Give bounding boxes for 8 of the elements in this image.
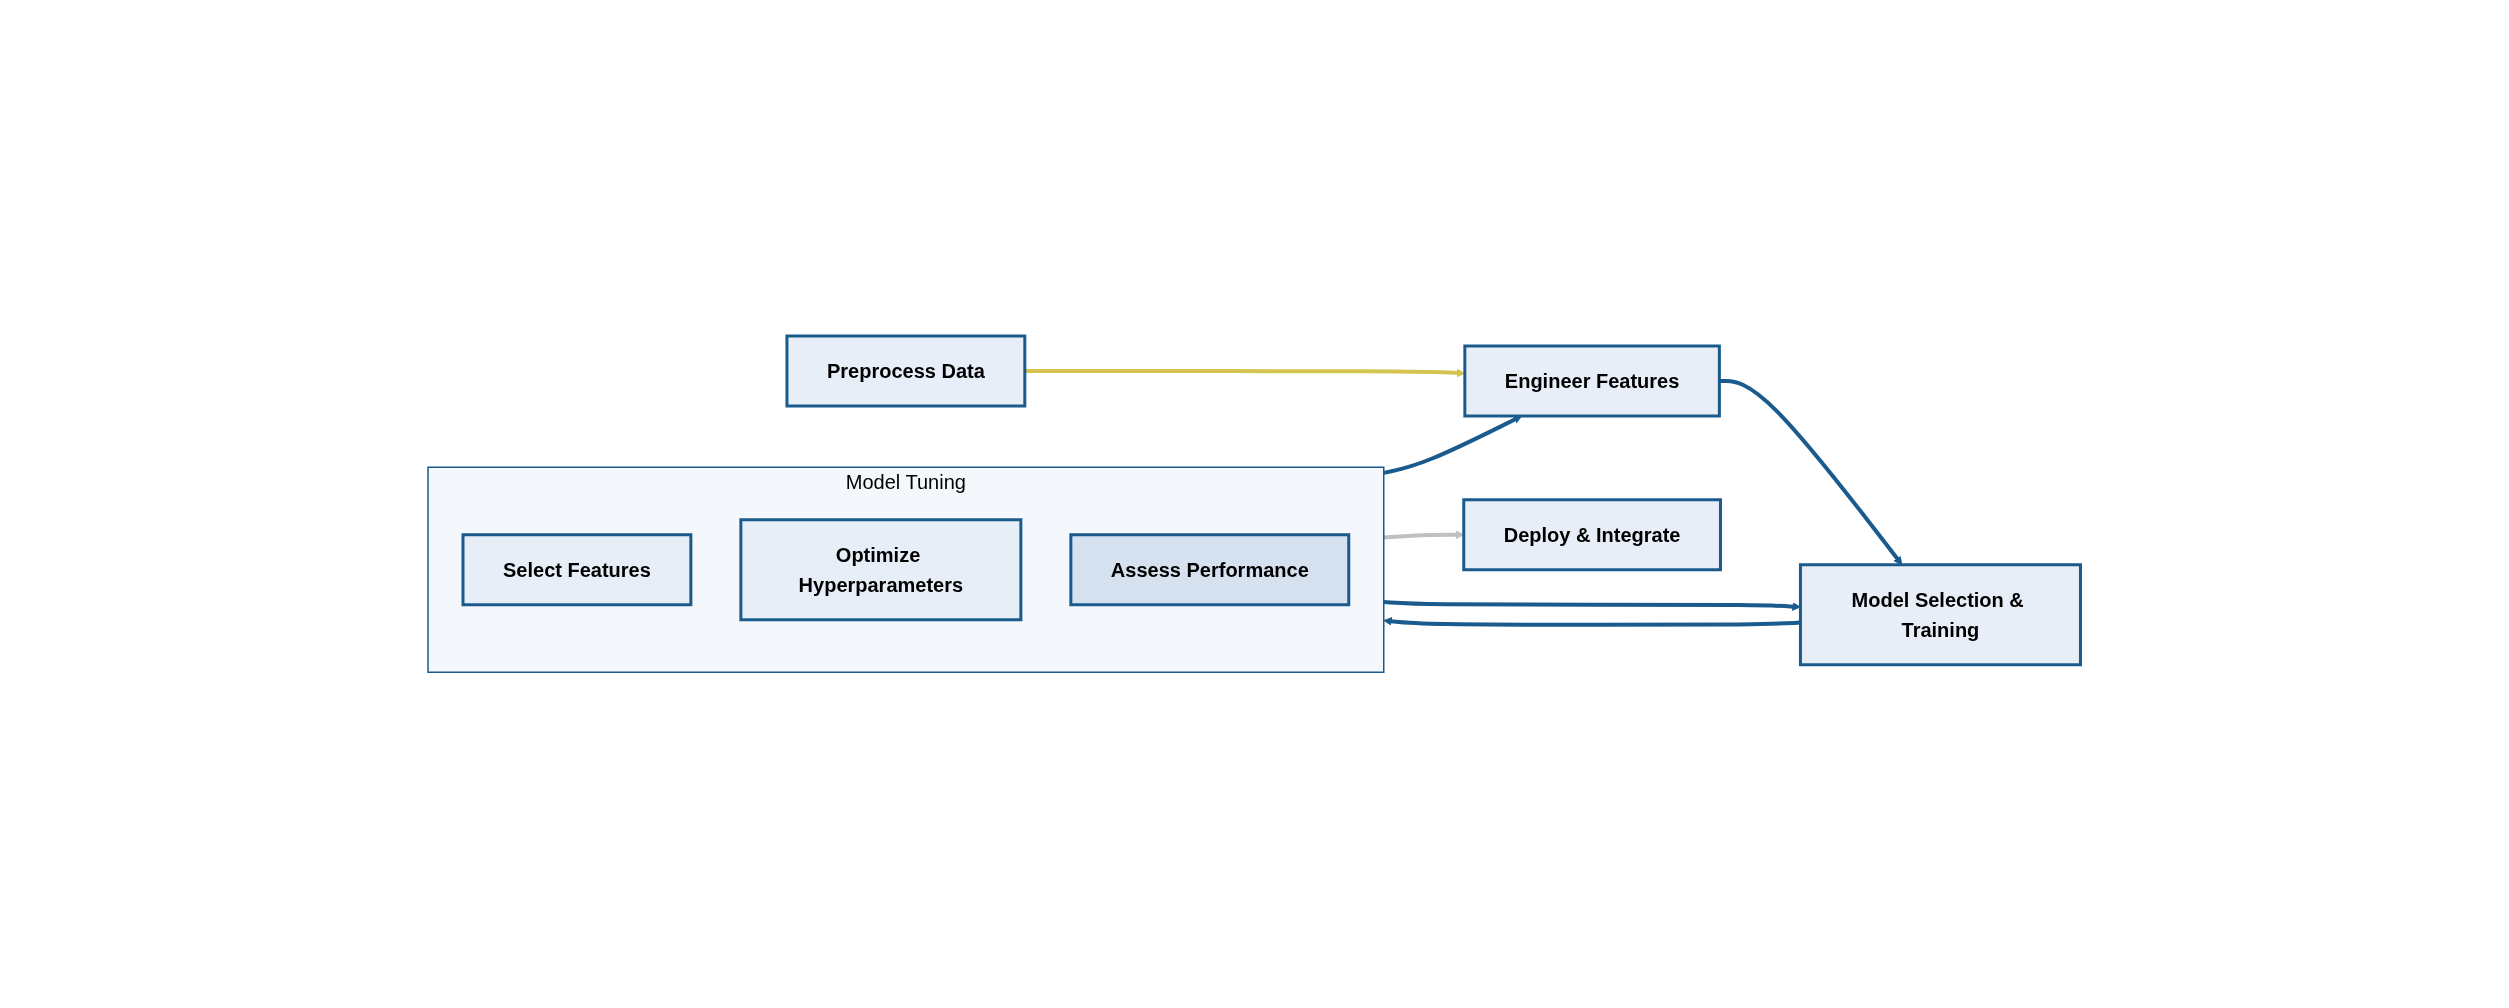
- node-box: Optimize Hyperparameters: [739, 518, 1023, 622]
- node-box: Engineer Features: [1463, 344, 1722, 418]
- node-box: Assess Performance: [1069, 533, 1351, 607]
- node-box: Model Selection & Training: [1799, 563, 2083, 667]
- node-box: Select Features: [461, 533, 693, 607]
- node-box: Deploy & Integrate: [1462, 498, 1723, 572]
- arrow: [1025, 368, 1466, 378]
- node-box: Preprocess Data: [785, 334, 1027, 408]
